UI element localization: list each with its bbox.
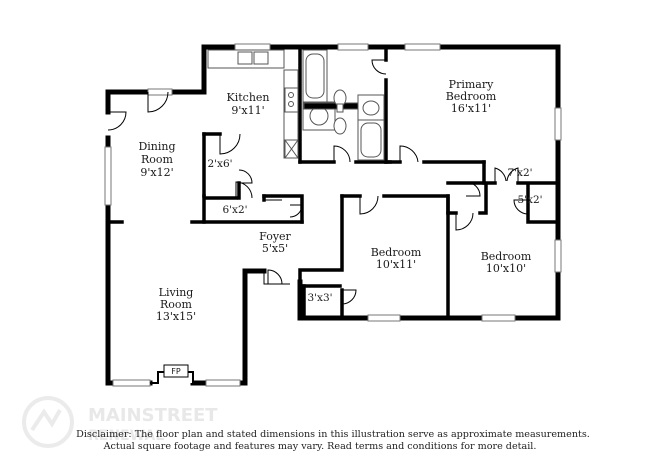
- kitchen-fixtures: [207, 49, 299, 159]
- watermark-line1: MAINSTREET: [88, 405, 218, 426]
- bedroom-mid-dim: 10'x11': [376, 258, 416, 271]
- disclaimer-line-2: Actual square footage and features may v…: [103, 441, 537, 452]
- small-closet-dim: 3'x3': [307, 292, 332, 304]
- primary-bedroom-dim: 16'x11': [451, 102, 491, 115]
- exterior-walls: [105, 44, 561, 386]
- kitchen-name: Kitchen: [227, 91, 270, 104]
- disclaimer-line-1: Disclaimer: The floor plan and stated di…: [76, 429, 590, 440]
- watermark-logo: MAINSTREET RENEWAL: [22, 396, 218, 448]
- doors: [107, 59, 529, 305]
- hall-closet-dim: 6'x2': [222, 204, 247, 216]
- fireplace: FP: [150, 364, 194, 384]
- bedroom-right-dim: 10'x10': [486, 262, 526, 275]
- fireplace-label: FP: [171, 367, 181, 376]
- living-name-1: Living: [159, 286, 194, 299]
- primary-closet-dim: 7'x2': [507, 167, 532, 179]
- primary-bedroom-name-2: Bedroom: [446, 90, 497, 103]
- living-dim: 13'x15': [156, 310, 196, 323]
- dining-name-2: Room: [141, 153, 174, 166]
- dining-dim: 9'x12': [140, 166, 173, 179]
- bed-closet-dim: 5'x2': [517, 194, 542, 206]
- dining-name-1: Dining: [138, 140, 175, 153]
- bedroom-right-name: Bedroom: [481, 250, 532, 263]
- bath-fixtures: [302, 49, 385, 161]
- watermark-line2: RENEWAL: [88, 428, 164, 444]
- closet-labels: 2'x6' 6'x2' 7'x2' 5'x2' 3'x3': [207, 158, 542, 304]
- pantry-dim: 2'x6': [207, 158, 232, 170]
- disclaimer: Disclaimer: The floor plan and stated di…: [76, 429, 590, 452]
- bedroom-mid-name: Bedroom: [371, 246, 422, 259]
- foyer-name: Foyer: [259, 230, 291, 243]
- living-name-2: Room: [160, 298, 193, 311]
- primary-bedroom-name-1: Primary: [449, 78, 494, 91]
- room-labels: Kitchen 9'x11' Dining Room 9'x12' Primar…: [138, 78, 531, 323]
- interior-walls: [106, 45, 558, 318]
- foyer-dim: 5'x5': [262, 242, 288, 255]
- kitchen-dim: 9'x11': [231, 104, 264, 117]
